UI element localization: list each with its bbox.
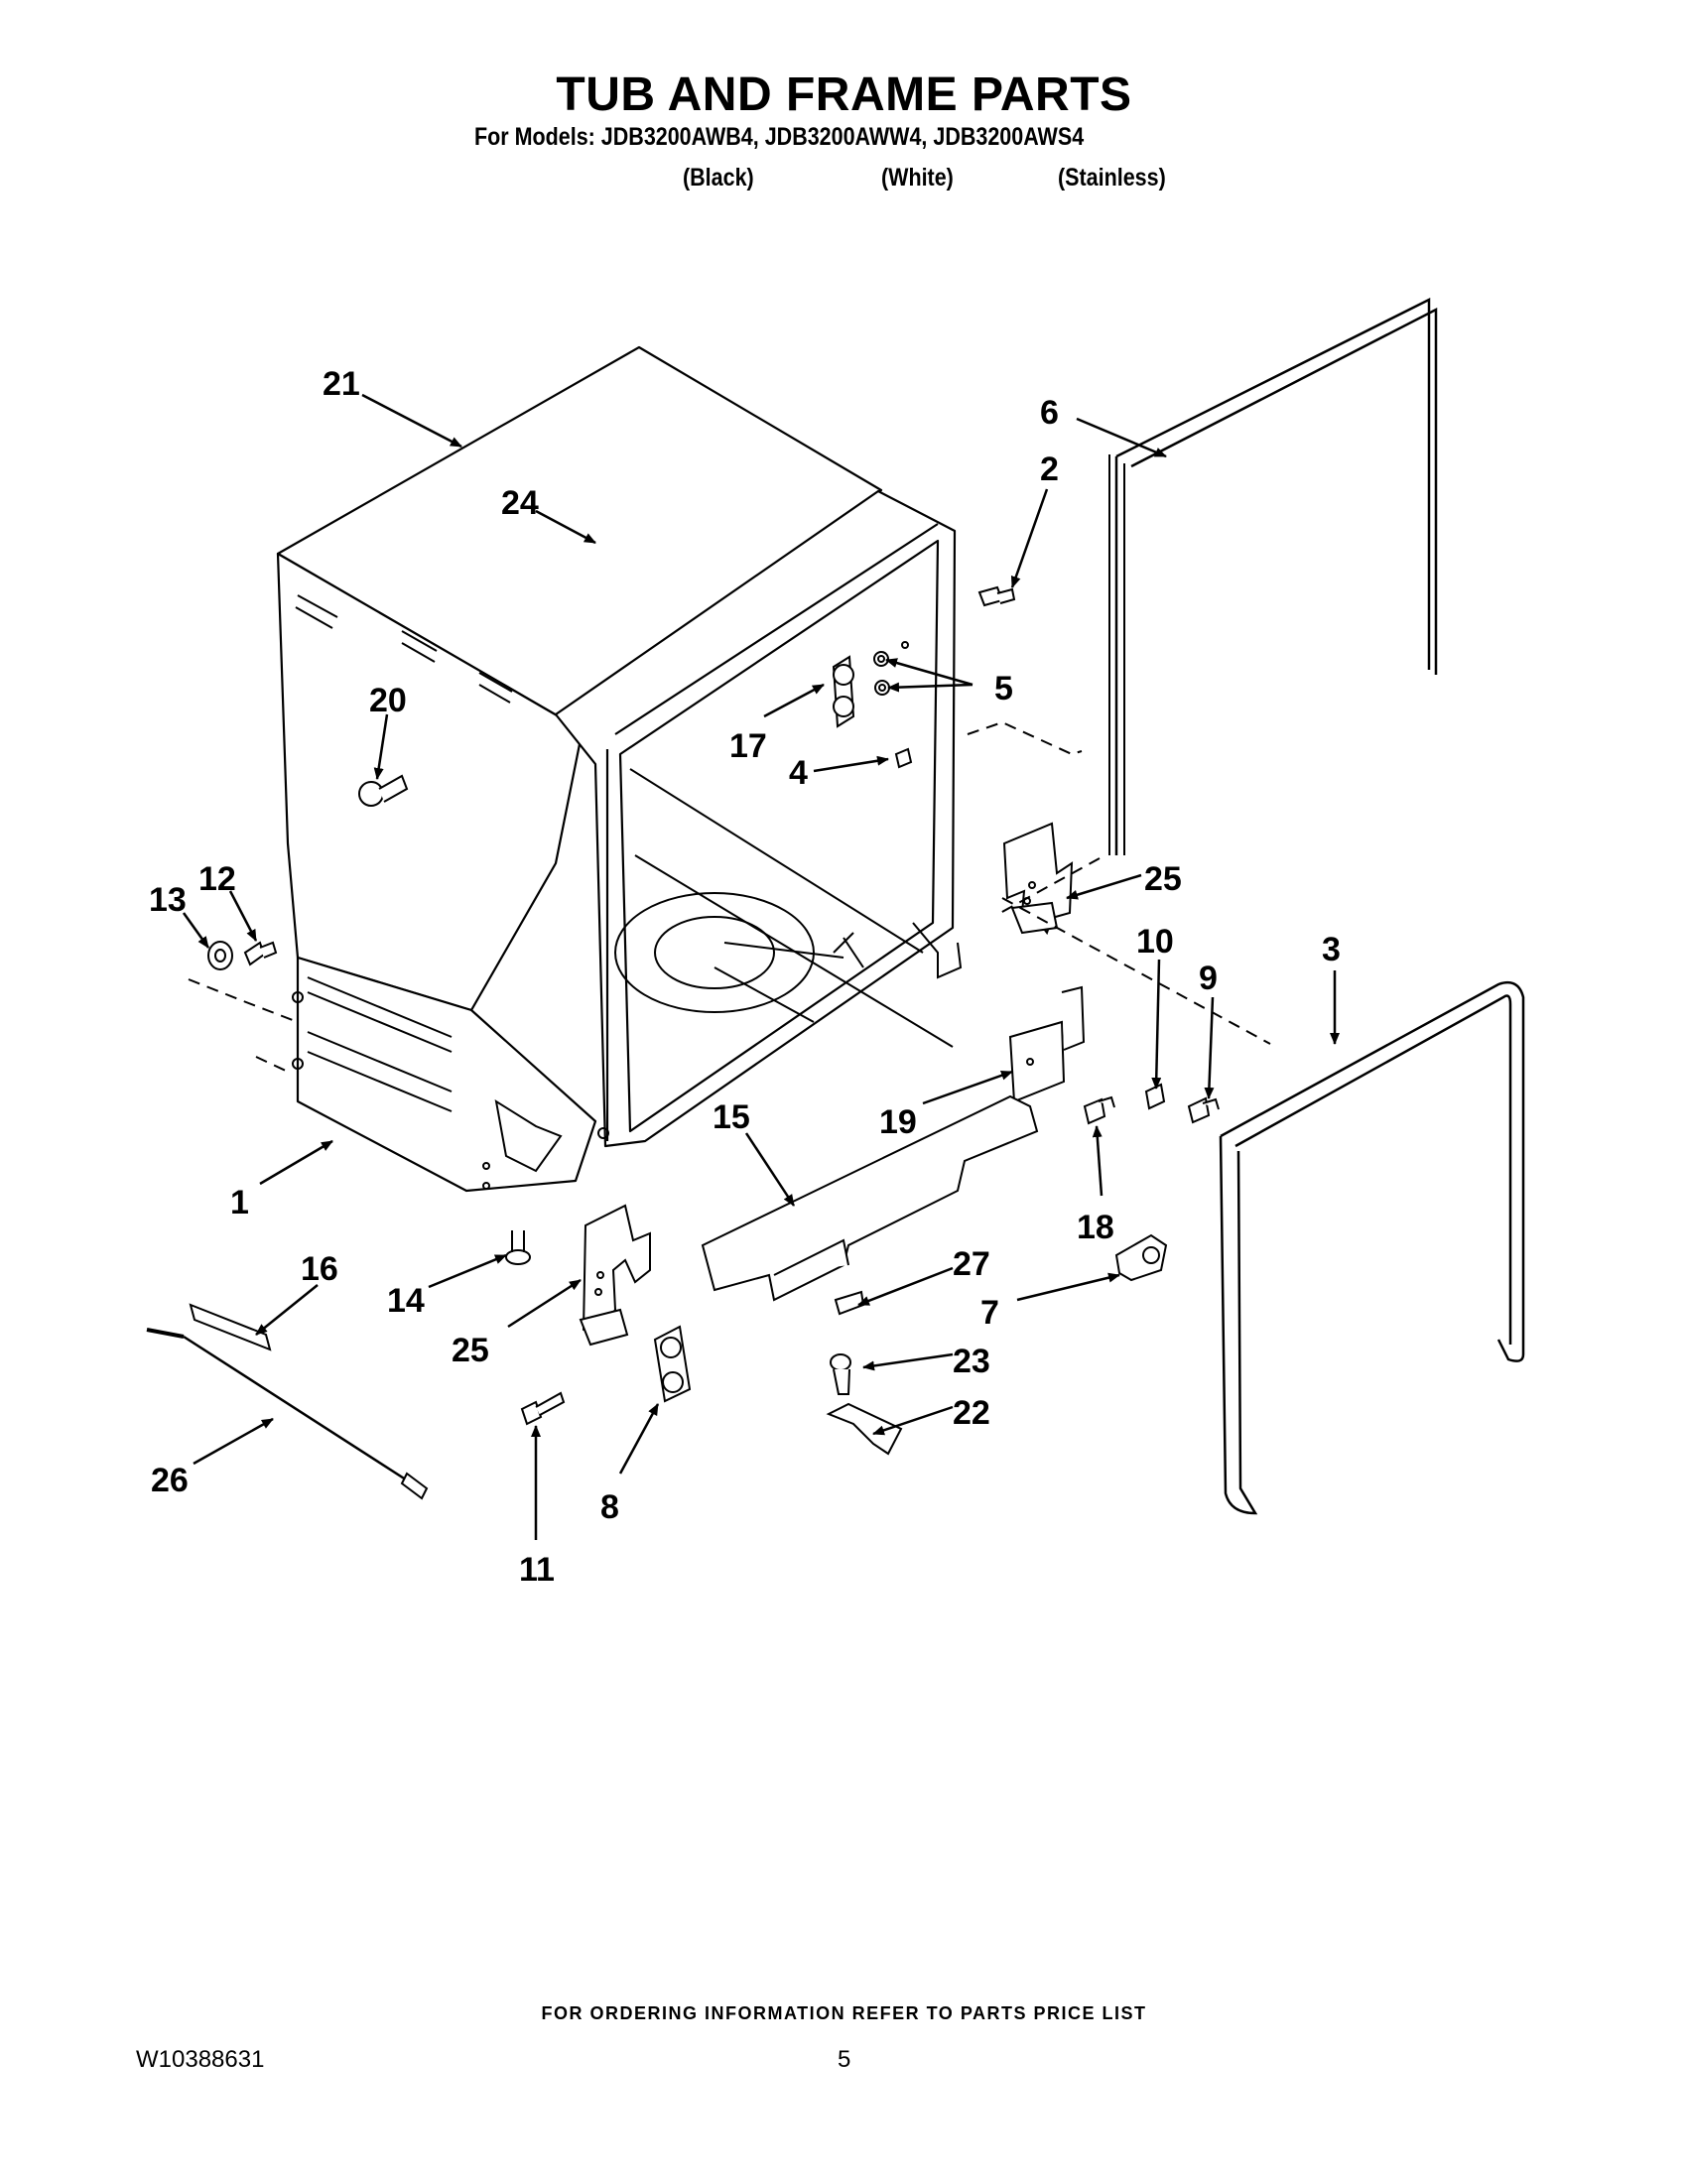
callout-10: 10 xyxy=(1136,923,1174,961)
dashed-guides xyxy=(188,720,1271,1073)
callout-16: 16 xyxy=(301,1250,338,1288)
callout-21: 21 xyxy=(323,365,360,403)
document-number: W10388631 xyxy=(136,2046,265,2073)
page-number: 5 xyxy=(838,2046,851,2073)
variant-white: (White) xyxy=(881,164,954,192)
callout-22: 22 xyxy=(953,1394,990,1432)
callout-14: 14 xyxy=(387,1282,425,1320)
callout-1: 1 xyxy=(230,1184,249,1221)
callout-4: 4 xyxy=(789,754,808,792)
callout-3: 3 xyxy=(1322,931,1341,968)
callout-23: 23 xyxy=(953,1343,990,1380)
callout-15: 15 xyxy=(713,1098,750,1136)
callout-5: 5 xyxy=(994,670,1013,707)
callout-13: 13 xyxy=(149,881,187,919)
callout-12: 12 xyxy=(198,860,236,898)
callout-17: 17 xyxy=(729,727,767,765)
callout-6: 6 xyxy=(1040,394,1059,432)
callout-9: 9 xyxy=(1199,960,1218,997)
callout-18: 18 xyxy=(1077,1209,1114,1246)
variant-stainless: (Stainless) xyxy=(1058,164,1166,192)
variant-black: (Black) xyxy=(683,164,754,192)
callout-19: 19 xyxy=(879,1103,917,1141)
callout-labels: 21 24 6 2 5 17 4 20 12 13 25 10 9 3 15 1… xyxy=(149,365,1341,1589)
tub-gasket-3 xyxy=(1219,980,1525,1515)
callout-8: 8 xyxy=(600,1488,619,1526)
callout-7: 7 xyxy=(980,1294,999,1332)
callout-25-right: 25 xyxy=(1144,860,1182,898)
callout-11: 11 xyxy=(519,1551,555,1589)
callout-20: 20 xyxy=(369,682,407,719)
callout-24: 24 xyxy=(501,484,539,522)
callout-25-left: 25 xyxy=(452,1332,489,1369)
tub-assembly xyxy=(276,345,957,1193)
callout-26: 26 xyxy=(151,1462,189,1499)
ordering-note: FOR ORDERING INFORMATION REFER TO PARTS … xyxy=(541,2003,1147,2023)
door-seal-6 xyxy=(1114,297,1438,855)
callout-2: 2 xyxy=(1040,450,1059,488)
page-title: TUB AND FRAME PARTS xyxy=(556,68,1132,121)
small-parts xyxy=(146,585,1220,1500)
leader-arrows xyxy=(182,393,1340,1540)
models-line: For Models: JDB3200AWB4, JDB3200AWW4, JD… xyxy=(474,123,1085,151)
tub-details xyxy=(292,594,963,1190)
callout-27: 27 xyxy=(953,1245,990,1283)
